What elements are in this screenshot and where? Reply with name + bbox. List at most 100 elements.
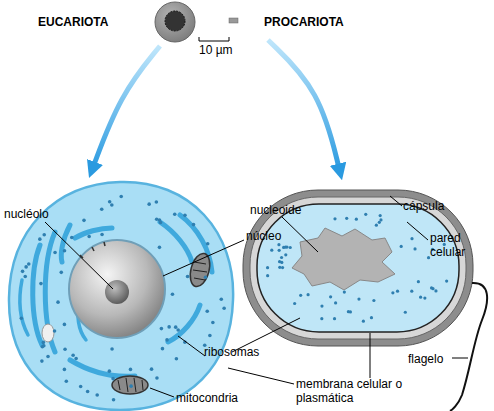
ribosome	[205, 309, 209, 313]
ribosome	[155, 200, 159, 204]
transition-arrow	[268, 40, 340, 172]
ribosome	[59, 271, 63, 275]
ribosome	[155, 376, 159, 380]
ribosome	[334, 301, 337, 304]
ribosome	[320, 304, 323, 307]
ribosome	[306, 293, 309, 296]
ribosome	[282, 246, 285, 249]
small-eukaryote	[155, 2, 195, 42]
part-label: nucléolo	[4, 207, 64, 221]
ribosome	[219, 297, 223, 301]
ribosome	[206, 242, 210, 246]
ribosome	[333, 317, 336, 320]
ribosome	[129, 384, 133, 388]
ribosome	[171, 292, 175, 296]
ribosome	[266, 266, 269, 269]
small-nucleus	[165, 11, 185, 31]
ribosome	[158, 246, 162, 250]
ribosome	[423, 297, 426, 300]
ribosome	[24, 265, 28, 269]
ribosome	[155, 217, 159, 221]
ribosome	[150, 367, 154, 371]
ribosome	[285, 245, 288, 248]
ribosome	[345, 217, 348, 220]
ribosome	[299, 294, 302, 297]
ribosome	[87, 235, 91, 239]
ribosome	[430, 286, 433, 289]
ribosome	[379, 214, 382, 217]
ribosome	[362, 320, 365, 323]
ribosome	[355, 218, 358, 221]
ribosome	[46, 355, 50, 359]
part-label: membrana celular o plasmática	[296, 377, 418, 405]
ribosome	[357, 297, 360, 300]
ribosome	[53, 329, 57, 333]
ribosome	[111, 377, 115, 381]
part-label: cápsula	[403, 199, 463, 213]
ribosome	[174, 325, 178, 329]
ribosome	[63, 347, 67, 351]
ribosome	[445, 280, 448, 283]
transition-arrow	[92, 46, 160, 170]
ribosome	[211, 321, 215, 325]
ribosome	[159, 221, 163, 225]
ribosome	[329, 295, 332, 298]
ribosome	[63, 249, 67, 253]
ribosome	[70, 236, 74, 240]
small-prokaryote	[229, 18, 238, 23]
mitochondrion	[112, 251, 213, 394]
ribosome	[79, 385, 83, 389]
ribosome	[278, 266, 281, 269]
ribosome	[42, 341, 46, 345]
ribosome	[364, 213, 367, 216]
cell-type-heading: EUCARIOTA	[38, 15, 108, 29]
ribosome	[95, 393, 99, 397]
ribosome	[413, 247, 416, 250]
scale-bar	[199, 37, 229, 41]
ribosome	[204, 275, 208, 279]
ribosome	[391, 291, 394, 294]
ribosome	[370, 316, 373, 319]
ribosome	[112, 398, 116, 402]
part-label: ribosomas	[204, 345, 274, 359]
part-label: flagelo	[408, 352, 458, 366]
ribosome	[20, 316, 24, 320]
leader-lines	[45, 196, 468, 397]
ribosome	[82, 219, 86, 223]
ribosome	[110, 203, 114, 207]
cell-type-heading: PROCARIOTA	[264, 15, 344, 29]
ribosome	[400, 245, 403, 248]
ribosome	[434, 289, 437, 292]
ribosome	[27, 262, 31, 266]
ribosome	[266, 274, 269, 277]
ribosome	[53, 251, 57, 255]
ribosome	[100, 207, 104, 211]
ribosome	[410, 290, 413, 293]
ribosome	[175, 357, 179, 361]
ribosome	[192, 223, 196, 227]
ribosome	[293, 302, 296, 305]
ribosome	[284, 253, 287, 256]
ribosome	[333, 217, 336, 220]
ribosome	[39, 282, 43, 286]
ribosome	[74, 357, 78, 361]
ribosome	[280, 256, 283, 259]
ribosome	[42, 233, 46, 237]
ribosome	[167, 325, 171, 329]
transition-arrows	[92, 40, 340, 172]
ribosome	[71, 353, 75, 357]
ribosome	[23, 275, 27, 279]
cell-icon: PROCARIOTA	[226, 6, 352, 38]
part-label: nucleoide	[250, 203, 310, 217]
ribosome	[278, 260, 281, 263]
ribosome	[173, 212, 177, 216]
ribosome	[320, 317, 323, 320]
ribosome	[277, 243, 280, 246]
ribosome	[208, 334, 212, 338]
ribosome	[404, 311, 407, 314]
part-label: mitocondria	[176, 391, 256, 405]
ribosome	[417, 280, 420, 283]
ribosome	[63, 368, 67, 372]
ribosome	[419, 296, 422, 299]
ribosome	[270, 249, 273, 252]
